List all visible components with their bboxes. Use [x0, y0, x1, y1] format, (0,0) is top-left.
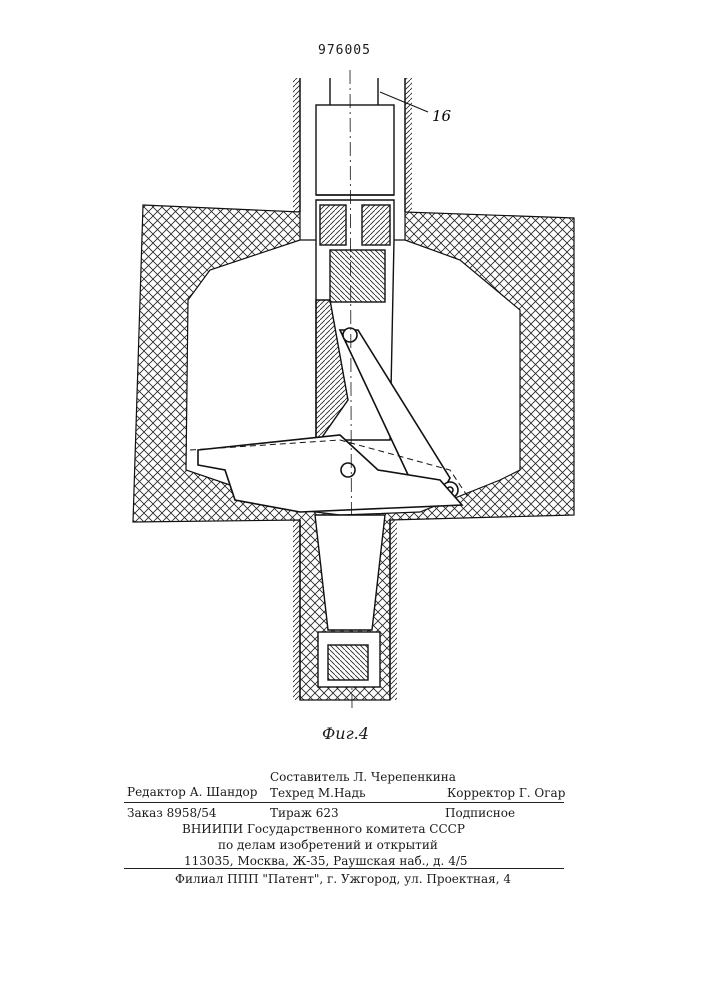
- circulation: Тираж 623: [270, 806, 339, 820]
- divider-2: [124, 868, 564, 869]
- wall-hatch-left: [293, 78, 300, 212]
- wall-hatch-right: [405, 78, 412, 212]
- editor: Редактор А. Шандор: [127, 785, 257, 799]
- org-line-1: ВНИИПИ Государственного комитета СССР: [182, 822, 465, 836]
- org-line-2: по делам изобретений и открытий: [218, 838, 438, 852]
- divider: [124, 802, 564, 803]
- address: 113035, Москва, Ж-35, Раушская наб., д. …: [184, 854, 468, 868]
- branch: Филиал ППП "Патент", г. Ужгород, ул. Про…: [175, 872, 511, 886]
- compiler: Составитель Л. Черепенкина: [270, 770, 456, 784]
- corrector: Корректор Г. Огар: [447, 786, 565, 800]
- subscription: Подписное: [445, 806, 515, 820]
- ref-label-16: 16: [432, 107, 452, 125]
- techred: Техред М.Надь: [270, 786, 366, 800]
- wall-hatch-lower-right: [390, 520, 397, 700]
- technical-drawing: 16: [0, 0, 707, 760]
- wall-hatch-lower-left: [293, 520, 300, 700]
- lower-rod: [315, 515, 385, 687]
- upper-rod: [316, 78, 394, 195]
- figure-caption: Фиг.4: [322, 724, 369, 743]
- order: Заказ 8958/54: [127, 806, 217, 820]
